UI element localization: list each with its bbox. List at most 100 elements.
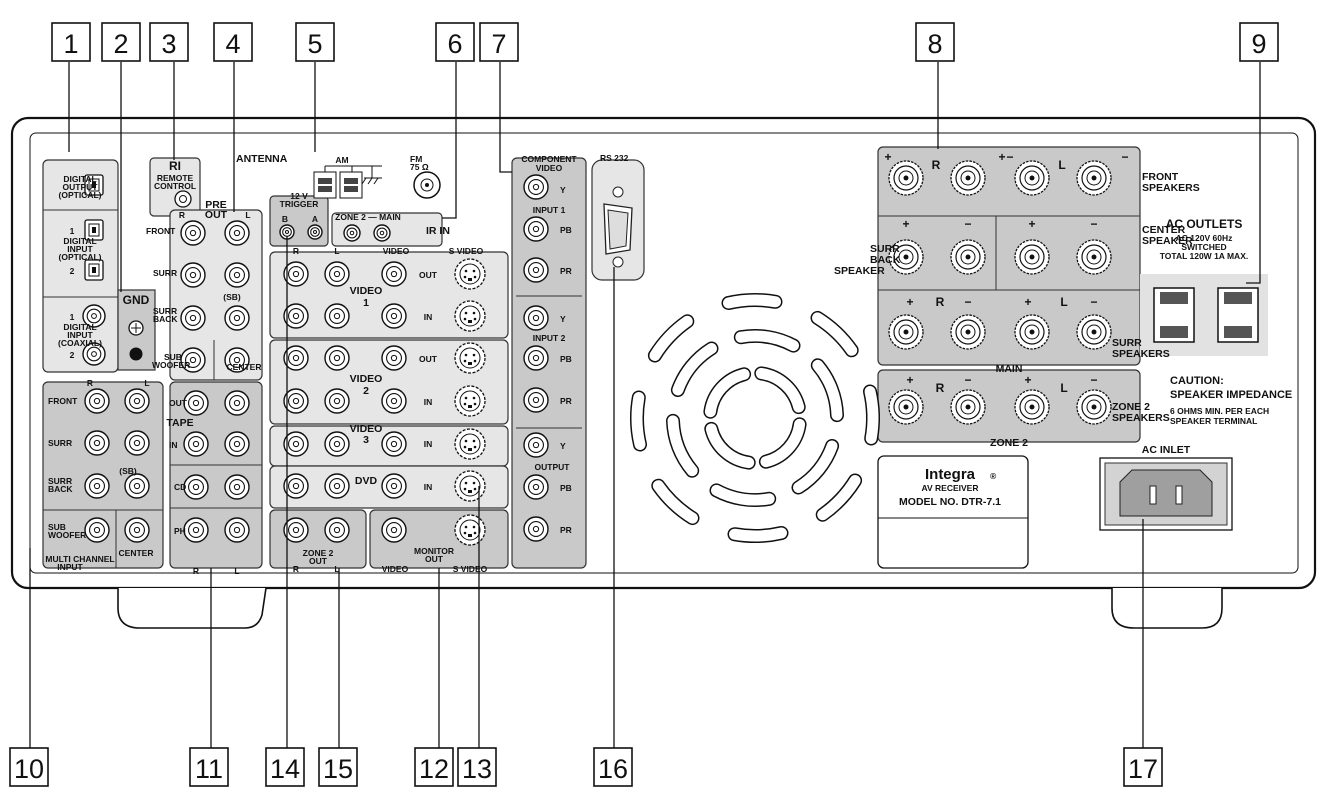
component-video-jack <box>523 216 549 242</box>
label-ph: PH <box>174 526 186 536</box>
callout-10: 10 <box>9 747 49 787</box>
label-r: R <box>932 158 941 172</box>
label-sub-2: WOOFER <box>152 360 190 370</box>
label-minus: − <box>1090 295 1097 309</box>
label-digital-input-optical-1: DIGITAL <box>63 236 96 246</box>
trigger-a-jack <box>307 224 323 240</box>
fan-grille <box>630 293 880 543</box>
multi-ch-l-jack <box>124 388 150 414</box>
composite-video-jack <box>381 261 407 287</box>
audio-r-jack <box>283 303 309 329</box>
callout-leaders <box>29 62 1261 748</box>
label-pr: PR <box>560 525 572 535</box>
callout-7: 7 <box>479 22 519 62</box>
label-ac-outlets-4: TOTAL 120W 1A MAX. <box>1160 251 1248 261</box>
callout-number-text: 13 <box>462 754 492 784</box>
label-brand: Integra <box>925 466 976 483</box>
speaker-binding-post <box>888 389 924 425</box>
component-video-jack <box>523 345 549 371</box>
label-video3-1: VIDEO <box>350 423 383 435</box>
label-s-video: S VIDEO <box>453 564 488 574</box>
label-ac-outlets-2: AC 120V 60Hz <box>1176 233 1233 243</box>
audio-l-jack <box>224 517 250 543</box>
audio-r-jack <box>283 388 309 414</box>
label-front-speakers-2: SPEAKERS <box>1142 182 1200 194</box>
multi-ch-r-jack <box>84 430 110 456</box>
remote-control-jack <box>174 190 192 208</box>
composite-video-jack <box>381 303 407 329</box>
component-video-jack <box>523 305 549 331</box>
callout-number-text: 14 <box>270 754 300 784</box>
label-ir-in: IR IN <box>426 225 450 237</box>
label-surr-back-speaker-1: SURR <box>870 243 900 255</box>
label-monitor-1: MONITOR <box>414 546 454 556</box>
composite-video-jack <box>381 473 407 499</box>
speaker-binding-post <box>1014 239 1050 275</box>
monitor-out-video-jack <box>381 517 407 543</box>
pre-out-r-jack <box>180 220 206 246</box>
pre-out-center-jack <box>224 347 250 373</box>
audio-l-jack <box>324 388 350 414</box>
pre-out-l-jack <box>224 305 250 331</box>
audio-l-jack <box>324 473 350 499</box>
callout-number-text: 2 <box>113 29 128 59</box>
callout-6: 6 <box>435 22 475 62</box>
callout-4: 4 <box>213 22 253 62</box>
label-trigger-1: 12 V <box>290 191 308 201</box>
rs232-connector <box>603 186 633 268</box>
pre-out-panel <box>169 209 263 381</box>
callout-11: 11 <box>189 747 229 787</box>
monitor-out-s-video-jack <box>454 514 486 546</box>
callout-9: 9 <box>1239 22 1279 62</box>
multi-ch-l-jack <box>124 430 150 456</box>
label-sub-1: SUB <box>48 522 66 532</box>
pre-out-r-jack <box>180 262 206 288</box>
label-output: OUTPUT <box>535 462 571 472</box>
digital-input-coaxial-2-jack <box>82 342 106 366</box>
label-l: L <box>245 210 250 220</box>
audio-l-jack <box>224 431 250 457</box>
label-zone2-main: ZONE 2 — MAIN <box>335 212 401 222</box>
label-digital-input-coaxial-3: (COAXIAL) <box>58 338 102 348</box>
label-av-receiver: AV RECEIVER <box>922 483 979 493</box>
label-in: IN <box>424 439 433 449</box>
label-in: IN <box>169 440 178 450</box>
ir-zone2-jack <box>343 224 361 242</box>
component-video-jack <box>523 432 549 458</box>
label-video: VIDEO <box>383 246 410 256</box>
label-l: L <box>334 564 339 574</box>
speaker-binding-post <box>950 389 986 425</box>
connector-jacks <box>82 160 1112 546</box>
callout-number-text: 7 <box>491 29 506 59</box>
component-video-jack <box>523 174 549 200</box>
callout-number-text: 15 <box>323 754 353 784</box>
label-multi-1: MULTI CHANNEL <box>45 554 114 564</box>
label-component-1: COMPONENT <box>521 154 577 164</box>
callout-number-text: 10 <box>14 754 44 784</box>
label-digital-output-2: OUTPUT <box>63 182 99 192</box>
label-pb: PB <box>560 354 572 364</box>
s-video-jack <box>454 428 486 460</box>
label-digital-input-coaxial-2: INPUT <box>67 330 93 340</box>
label-caution-1: CAUTION: <box>1170 375 1224 387</box>
label-out: OUT <box>205 209 228 221</box>
audio-r-jack <box>283 261 309 287</box>
label-plus: + <box>1024 295 1031 309</box>
callout-12: 12 <box>414 747 454 787</box>
label-sb: (SB) <box>223 292 241 302</box>
label-gnd: GND <box>123 293 150 307</box>
label-in: IN <box>424 397 433 407</box>
label-dvd: DVD <box>355 475 378 487</box>
callout-14: 14 <box>265 747 305 787</box>
audio-r-jack <box>183 474 209 500</box>
label-digital-input-optical-2: INPUT <box>67 244 93 254</box>
label-surr-speakers-2: SPEAKERS <box>1112 348 1170 360</box>
multi-ch-sub-jack <box>84 517 110 543</box>
label-minus: − <box>1121 150 1128 164</box>
speaker-binding-post <box>1076 389 1112 425</box>
callout-number-text: 5 <box>307 29 322 59</box>
speaker-binding-post <box>950 239 986 275</box>
label-b: B <box>282 214 288 224</box>
